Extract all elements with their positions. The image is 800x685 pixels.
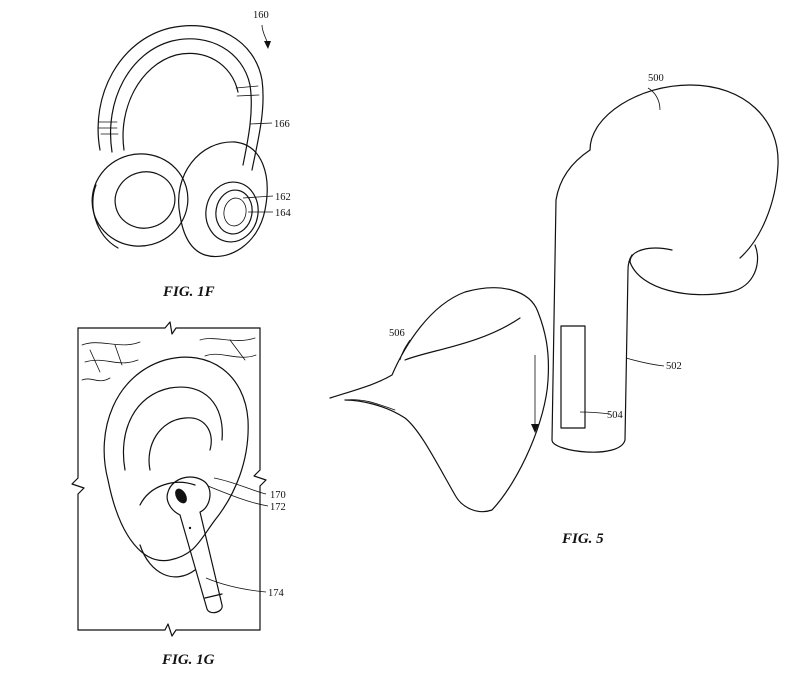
ref-162: 162 (275, 192, 291, 203)
fig-1g-caption: FIG. 1G (161, 652, 215, 668)
fig-5-caption: FIG. 5 (561, 531, 604, 547)
ref-506: 506 (389, 328, 405, 339)
ref-504: 504 (607, 410, 624, 421)
ref-164: 164 (275, 208, 292, 219)
ref-500: 500 (648, 73, 664, 84)
fig-1f-caption: FIG. 1F (162, 284, 215, 300)
fig-1g-ear-drawing (71, 321, 269, 637)
fig-1f-headphones-drawing (91, 24, 274, 257)
ref-160: 160 (253, 10, 269, 21)
ref-166: 166 (274, 119, 290, 130)
ref-170: 170 (270, 490, 286, 501)
ref-172: 172 (270, 502, 286, 513)
fig-5-earbud-drawing (329, 84, 779, 513)
ref-174: 174 (268, 588, 285, 599)
ref-502: 502 (666, 361, 682, 372)
